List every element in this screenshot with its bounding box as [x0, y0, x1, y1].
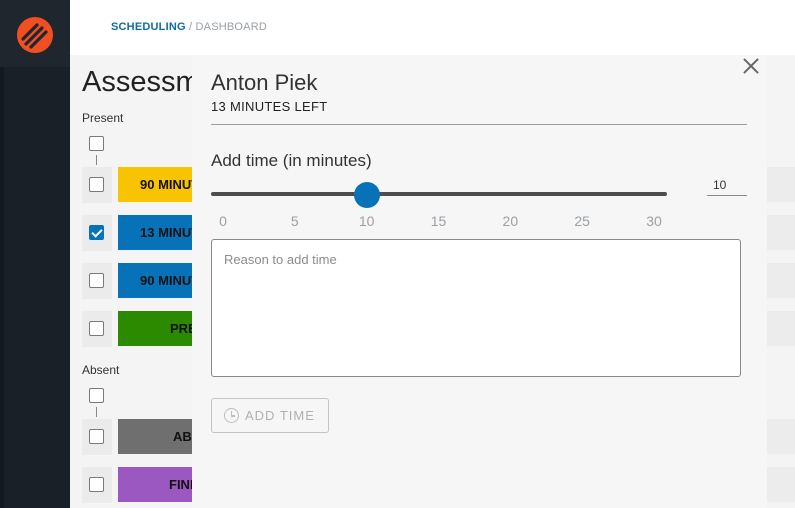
status-chip[interactable]: FINISHED	[118, 467, 192, 502]
present-row-2-checkbox[interactable]	[89, 225, 104, 240]
slider-tick: 5	[290, 213, 299, 229]
tree-connector	[96, 407, 97, 417]
absent-row-1-checkbox[interactable]	[89, 429, 104, 444]
slider-tick: 15	[430, 213, 447, 229]
breadcrumb-scheduling[interactable]: SCHEDULING	[111, 21, 186, 33]
status-chip[interactable]: ABSENT	[118, 419, 192, 454]
time-left-label: 13 MINUTES LEFT	[211, 99, 328, 114]
breadcrumb-separator: /	[189, 21, 193, 33]
time-slider-track[interactable]	[211, 192, 667, 196]
table-row	[767, 167, 795, 202]
present-section-label: Present	[82, 111, 124, 125]
present-row-4-checkbox[interactable]	[89, 321, 104, 336]
slider-tick: 0	[219, 213, 227, 229]
status-chip[interactable]: 90 MINUTES	[118, 263, 192, 298]
table-row	[767, 419, 795, 454]
status-chip[interactable]: PRESENT	[118, 311, 192, 346]
sidebar	[0, 0, 70, 508]
add-time-label: ADD TIME	[245, 408, 315, 423]
absent-section-label: Absent	[82, 363, 120, 377]
close-icon[interactable]	[740, 55, 762, 77]
modal-divider	[211, 124, 747, 125]
present-row-1-checkbox[interactable]	[89, 177, 104, 192]
status-chip[interactable]: 90 MINUTES	[118, 167, 192, 202]
slider-tick: 30	[646, 213, 662, 229]
slider-label: Add time (in minutes)	[211, 151, 372, 170]
select-all-present-checkbox[interactable]	[89, 136, 104, 151]
clock-icon	[224, 408, 239, 423]
table-row	[767, 311, 795, 346]
student-name: Anton Piek	[211, 70, 318, 95]
slider-value-field[interactable]: 10	[707, 176, 747, 196]
status-chip[interactable]: 13 MINUTES	[118, 215, 192, 250]
brand-logo-icon[interactable]	[17, 17, 53, 53]
table-row	[767, 215, 795, 250]
select-all-absent-checkbox[interactable]	[89, 388, 104, 403]
breadcrumb: SCHEDULING / DASHBOARD	[111, 21, 267, 33]
slider-tick: 25	[574, 213, 590, 229]
table-row	[767, 263, 795, 298]
table-row	[767, 467, 795, 502]
time-slider-thumb[interactable]	[353, 182, 380, 208]
add-time-button[interactable]: ADD TIME	[211, 398, 329, 433]
sidebar-nav	[0, 67, 70, 508]
reason-textarea[interactable]	[211, 239, 741, 377]
slider-tick: 20	[502, 213, 519, 229]
page-title: Assessment	[82, 66, 194, 98]
breadcrumb-dashboard[interactable]: DASHBOARD	[195, 21, 268, 33]
present-row-3-checkbox[interactable]	[89, 273, 104, 288]
slider-tick: 10	[358, 213, 375, 229]
tree-connector	[96, 155, 97, 165]
absent-row-2-checkbox[interactable]	[89, 477, 104, 492]
